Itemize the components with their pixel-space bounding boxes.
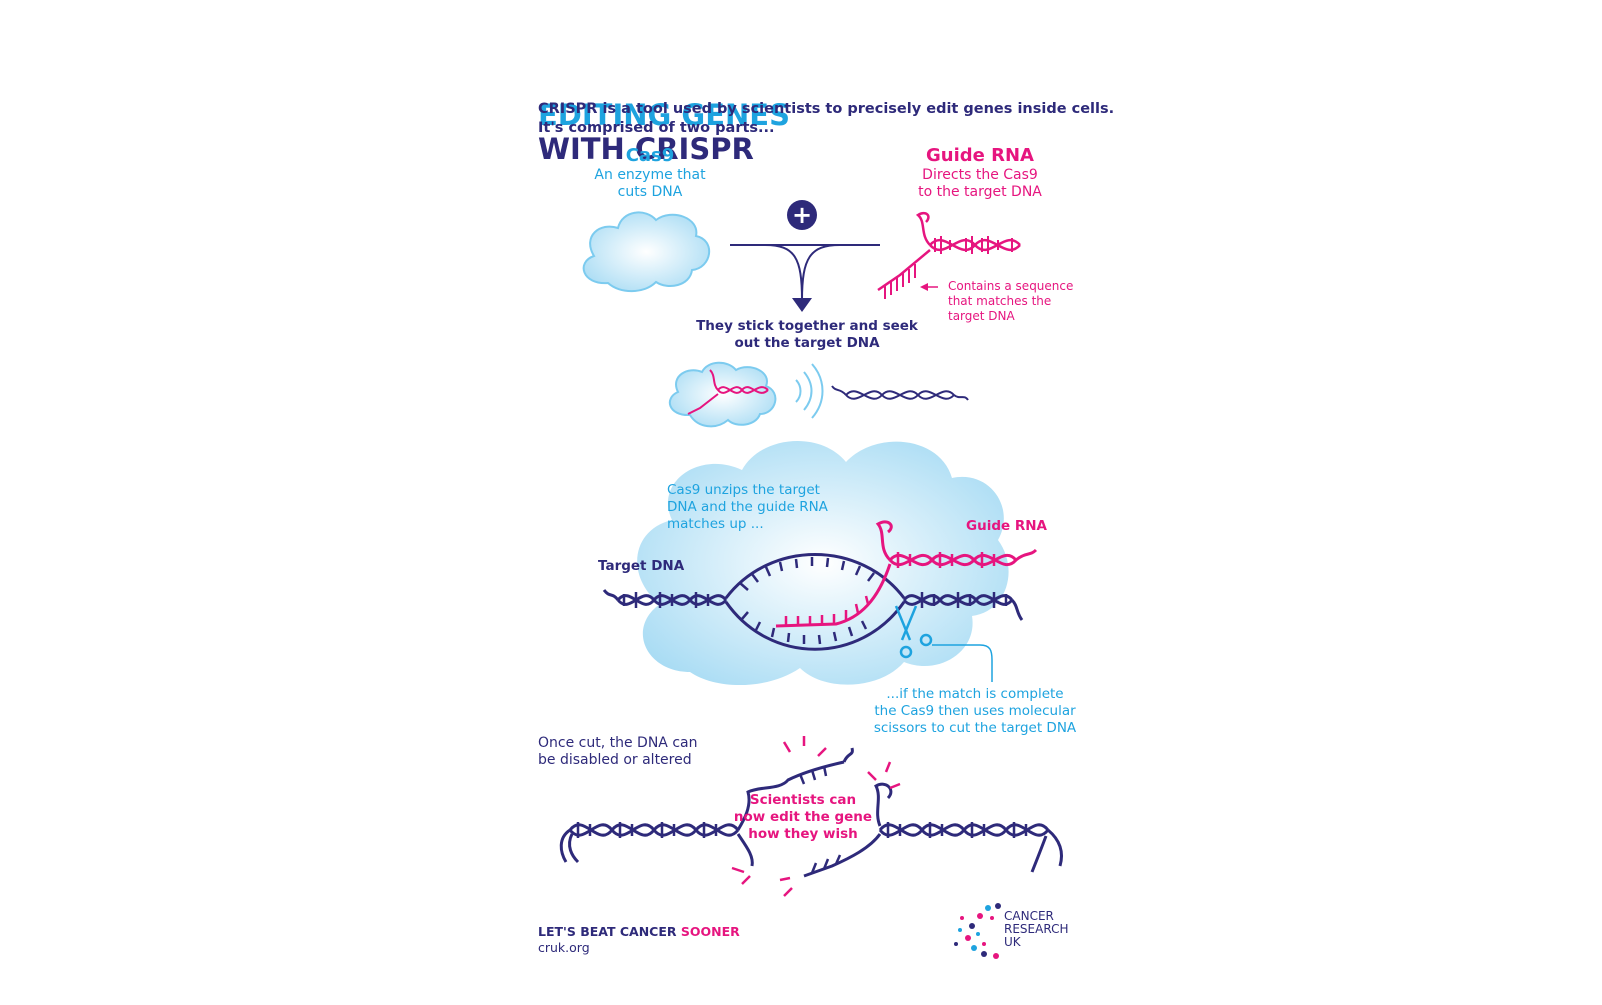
big-cloud-icon [637,440,1009,686]
cas9-guide-complex-icon [668,361,777,428]
guide-rna-label: Guide RNA [966,518,1047,534]
cut-dna-right-icon [803,782,1063,878]
footer-slogan-b: SOONER [680,924,740,939]
cas9-heading: Cas9 [625,145,675,166]
cut-dna-left-icon [559,747,854,867]
edit-spark-icon [731,736,901,897]
footer-slogan: LET'S BEAT CANCER SOONER [538,924,740,939]
target-dna-label: Target DNA [598,558,685,574]
guide-rna-note: Contains a sequence that matches the tar… [948,279,1074,323]
match-text: ...if the match is complete the Cas9 the… [873,686,1077,736]
guide-rna-description: Directs the Cas9 to the target DNA [918,167,1042,200]
intro-text: CRISPR is a tool used by scientists to p… [538,101,1115,136]
scissors-icon [894,605,933,659]
title-part-1: EDITING GENES [538,98,790,132]
logo-text: CANCER RESEARCH UK [1004,909,1069,949]
guide-rna-icon [877,211,1021,299]
signal-waves-icon [795,363,824,419]
footer-slogan-a: LET'S BEAT CANCER [538,924,681,939]
small-target-dna-icon [831,385,969,401]
cas9-description: An enzyme that cuts DNA [594,167,706,200]
title-part-2: WITH CRISPR [538,132,754,166]
edit-text: Scientists can now edit the gene how the… [733,792,873,842]
guide-rna-heading: Guide RNA [926,145,1034,166]
footer-url: cruk.org [538,940,590,955]
cut-text: Once cut, the DNA can be disabled or alt… [538,735,698,768]
plus-icon: + [787,200,817,230]
page-title: EDITING GENES WITH CRISPR [538,64,790,166]
note-arrow-icon [920,283,938,291]
unzip-text: Cas9 unzips the target DNA and the guide… [667,482,828,532]
plus-symbol: + [792,201,812,229]
cancer-research-uk-logo-icon [954,903,1001,959]
matched-guide-rna-icon [775,520,1038,628]
stick-together-text: They stick together and seek out the tar… [696,318,918,351]
merge-arrow-icon [730,244,880,312]
cas9-cloud-icon [582,211,711,293]
callout-line [932,644,993,682]
